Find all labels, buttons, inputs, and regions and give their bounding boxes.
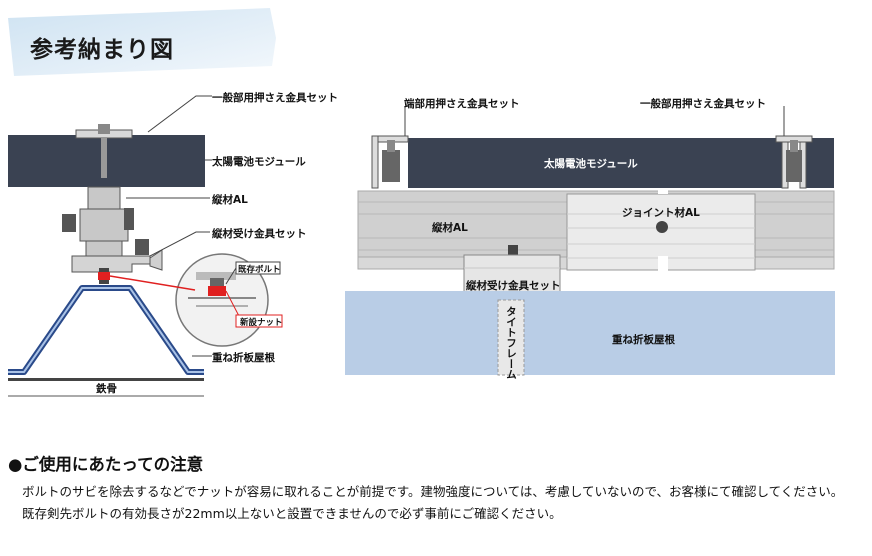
usage-notes: ●ご使用にあたっての注意 ボルトのサビを除去するなどでナットが容易に取れることが… xyxy=(8,451,864,525)
label-left-module: 太陽電池モジュール xyxy=(212,156,306,168)
label-left-rail: 縦材AL xyxy=(212,194,248,206)
label-joint: ジョイント材AL xyxy=(622,207,700,219)
title-tag xyxy=(8,8,276,76)
label-right-roof: 重ね折板屋根 xyxy=(612,334,675,346)
title-tag-shape xyxy=(8,8,276,76)
label-tight-frame: タイトフレーム xyxy=(505,306,517,380)
right-diagram xyxy=(345,106,835,376)
notes-heading: ●ご使用にあたっての注意 xyxy=(8,455,204,474)
left-steel-beam xyxy=(8,378,204,381)
notes-line-2: 既存剣先ボルトの有効長さが22mm以上ないと設置できませんので必ず事前にご確認く… xyxy=(22,506,562,521)
detail-new-nut xyxy=(208,286,226,296)
left-bracket xyxy=(79,186,129,260)
label-general-press-set: 一般部用押さえ金具セット xyxy=(640,98,766,110)
label-right-rail-bracket: 縦材受け金具セット xyxy=(466,280,561,292)
installation-diagram xyxy=(8,95,835,397)
label-end-press-set: 端部用押さえ金具セット xyxy=(404,98,520,110)
right-roof xyxy=(345,291,835,375)
label-steel: 鉄骨 xyxy=(96,383,117,395)
left-new-nut-marker xyxy=(98,272,110,280)
label-left-press-set: 一般部用押さえ金具セット xyxy=(212,92,338,104)
label-new-nut: 新設ナット xyxy=(240,318,283,328)
right-general-clamp xyxy=(775,135,813,189)
left-roof xyxy=(8,285,204,375)
label-right-rail: 縦材AL xyxy=(432,222,468,234)
label-existing-bolt: 既存ボルト xyxy=(238,265,281,275)
right-end-clamp xyxy=(371,135,409,189)
existing-bolt-box xyxy=(235,261,281,275)
left-rail-bracket xyxy=(71,255,151,273)
page-title: 参考納まり図 xyxy=(30,37,174,63)
right-module-left xyxy=(408,138,782,188)
new-nut-box xyxy=(235,314,283,328)
notes-line-1: ボルトのサビを除去するなどでナットが容易に取れることが前提です。建物強度について… xyxy=(22,484,844,499)
label-left-roof: 重ね折板屋根 xyxy=(212,352,275,364)
right-module-right xyxy=(806,138,834,188)
label-right-module: 太陽電池モジュール xyxy=(544,158,638,170)
label-left-rail-bracket: 縦材受け金具セット xyxy=(212,228,307,240)
left-diagram xyxy=(8,95,283,397)
right-tight-frame xyxy=(497,299,525,376)
